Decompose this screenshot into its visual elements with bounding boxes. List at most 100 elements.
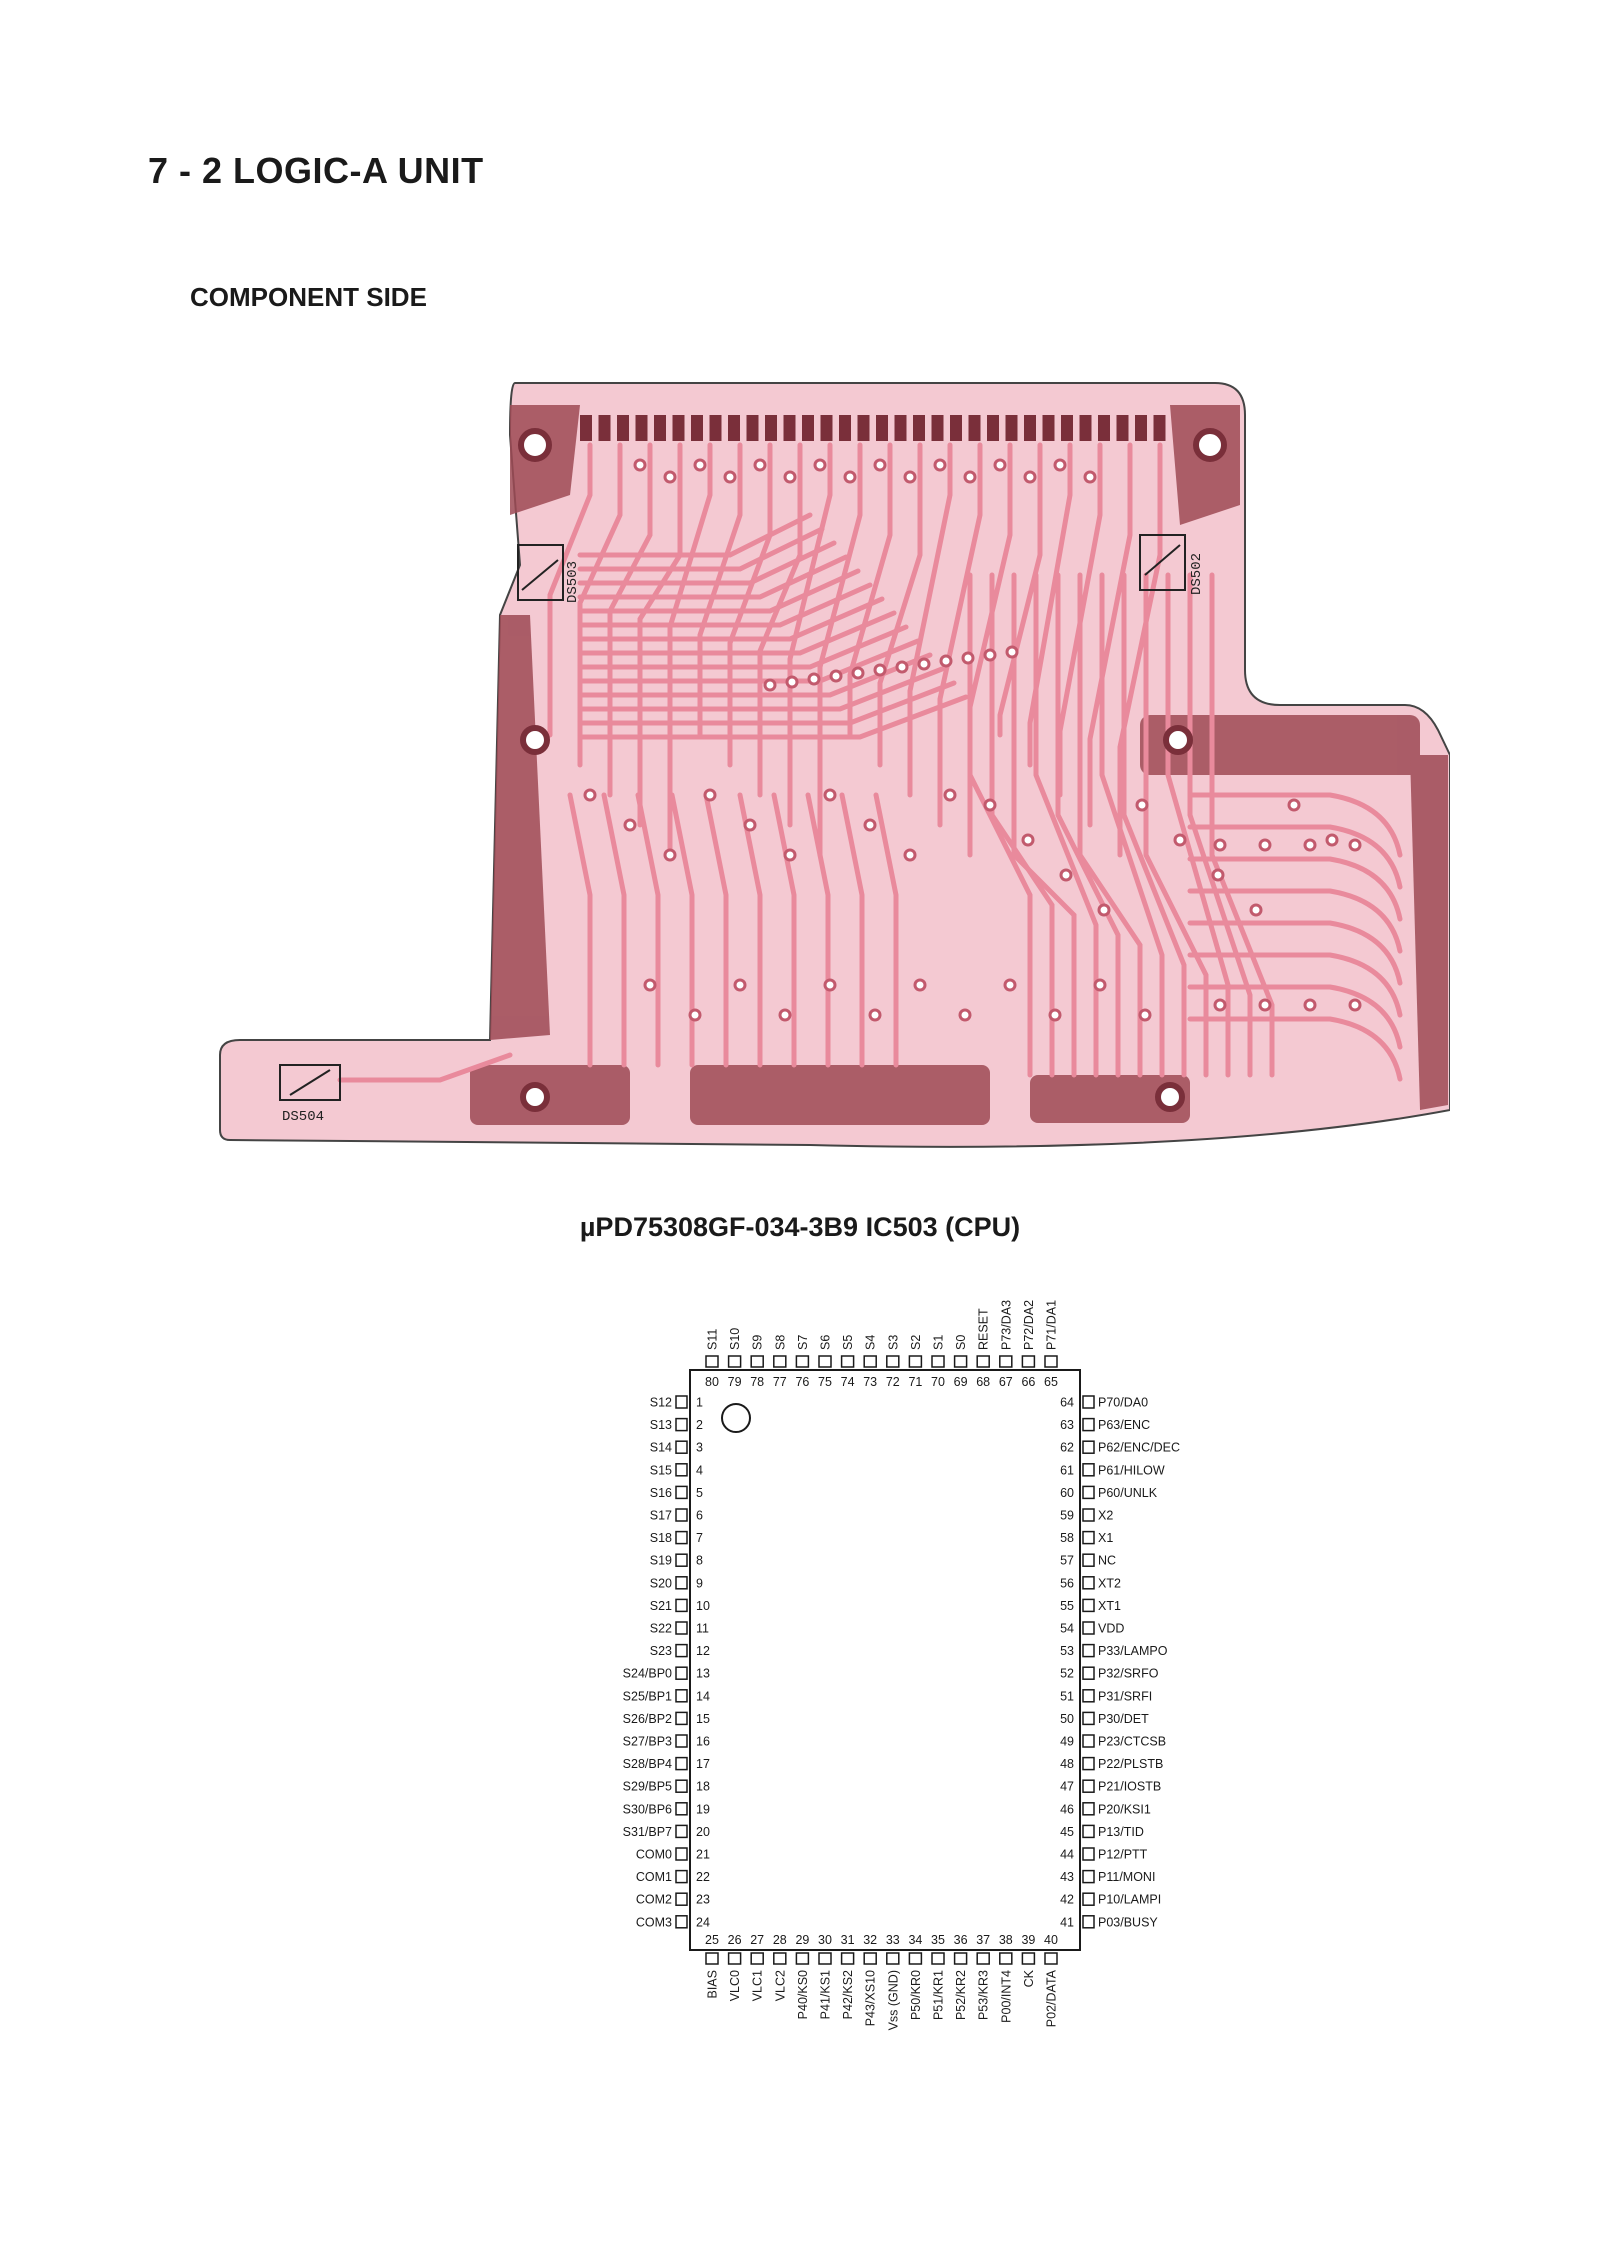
connector-pad (1116, 415, 1129, 441)
pin-name: P22/PLSTB (1098, 1757, 1163, 1771)
pin-64 (1082, 1395, 1095, 1409)
pin-15 (675, 1711, 688, 1726)
pcb-via (943, 788, 957, 802)
pin-21 (675, 1847, 688, 1861)
pin-name: S28/BP4 (623, 1757, 672, 1771)
connector-pad (1024, 415, 1036, 441)
pcb-via (1213, 998, 1227, 1012)
pin-40 (1044, 1952, 1058, 1965)
pin-name: BIAS (706, 1970, 720, 1999)
pin-71 (908, 1355, 923, 1368)
pin-number: 24 (696, 1915, 710, 1929)
pcb-trace (577, 554, 849, 600)
pin-number: 11 (696, 1622, 709, 1636)
pin-number: 56 (1060, 1576, 1074, 1590)
pin-name: VDD (1098, 1622, 1124, 1636)
pin-name: S13 (650, 1418, 672, 1432)
pin-name: COM3 (636, 1915, 672, 1929)
pcb-via (1287, 798, 1301, 812)
pin-number: 32 (863, 1933, 877, 1947)
pcb-via (823, 788, 837, 802)
connector-pad (931, 415, 944, 441)
pin-name: S31/BP7 (623, 1825, 672, 1839)
pin-name: S16 (650, 1486, 672, 1500)
pin-number: 76 (795, 1375, 809, 1389)
pin-number: 36 (954, 1933, 968, 1947)
pcb-via (1258, 998, 1272, 1012)
pin-name: S6 (819, 1335, 833, 1350)
pin-name: P32/SRFO (1098, 1667, 1159, 1681)
pcb-trace (1187, 984, 1403, 1050)
pin-number: 4 (696, 1463, 703, 1477)
pcb-trace (577, 596, 885, 642)
pin-number: 22 (696, 1870, 710, 1884)
pin-70 (931, 1355, 945, 1368)
pin-number: 79 (728, 1375, 742, 1389)
pcb-trace (1187, 856, 1403, 922)
pin-name: S14 (650, 1441, 672, 1455)
pin-name: P23/CTCSB (1098, 1735, 1166, 1749)
pcb-trace (577, 526, 825, 572)
pin-number: 59 (1060, 1509, 1074, 1523)
pin-name: VLC0 (728, 1970, 742, 2001)
pin-name: P51/KR1 (932, 1970, 946, 2020)
pin-49 (1082, 1734, 1095, 1748)
pin-69 (953, 1355, 968, 1368)
pin-number: 34 (908, 1933, 922, 1947)
pcb-trace (1117, 442, 1163, 858)
pin-45 (1082, 1824, 1095, 1839)
pcb-connector-pads (580, 415, 1166, 441)
pin-number: 50 (1060, 1712, 1074, 1726)
pcb-trace (1027, 442, 1073, 768)
pin-number: 16 (696, 1735, 710, 1749)
pcb-via (643, 978, 657, 992)
pin-10 (675, 1598, 688, 1613)
pin-6 (675, 1508, 688, 1522)
pcb-trace (577, 624, 909, 670)
pcb-via (763, 678, 777, 692)
pcb-via (1053, 458, 1067, 472)
pcb-via (868, 1008, 882, 1022)
pcb-via (958, 1008, 972, 1022)
pin-57 (1082, 1553, 1095, 1567)
pcb-via (963, 470, 977, 484)
pcb-via (693, 458, 707, 472)
pin-name: S17 (650, 1509, 672, 1523)
pin-name: XT1 (1098, 1599, 1121, 1613)
pcb-via (917, 657, 931, 671)
pcb-via (1258, 838, 1272, 852)
pin-number: 62 (1060, 1441, 1074, 1455)
pin-44 (1082, 1847, 1095, 1861)
pin-72 (886, 1355, 900, 1368)
pcb-via (1097, 903, 1111, 917)
pcb-via (1303, 838, 1317, 852)
pcb-trace (669, 792, 695, 1068)
pcb-trace (1121, 572, 1187, 1078)
pin-number: 6 (696, 1509, 703, 1523)
pin-number: 73 (863, 1375, 877, 1389)
pin-name: S4 (864, 1335, 878, 1350)
pin-60 (1082, 1485, 1095, 1500)
pcb-via (753, 458, 767, 472)
pin-55 (1082, 1598, 1095, 1613)
pin-name: P63/ENC (1098, 1418, 1150, 1432)
connector-pad (1153, 415, 1166, 441)
pcb-via (1348, 998, 1362, 1012)
pcb-via (873, 663, 887, 677)
ds502-label: DS502 (1189, 553, 1205, 595)
ic-pinout-diagram: 1S122S133S144S155S166S177S188S199S2010S2… (623, 1300, 1180, 2031)
pcb-via (1021, 833, 1035, 847)
connector-pad (672, 415, 685, 441)
pcb-via (1005, 645, 1019, 659)
pin-number: 20 (696, 1825, 710, 1839)
pcb-trace (667, 442, 713, 858)
pin-name: P00/INT4 (999, 1970, 1013, 2023)
pin-name: COM2 (636, 1893, 672, 1907)
pin-name: S20 (650, 1576, 672, 1590)
pin-2 (675, 1417, 688, 1432)
pin-number: 69 (954, 1375, 968, 1389)
pin-28 (773, 1952, 787, 1965)
pin-30 (818, 1952, 832, 1965)
pcb-trace (577, 582, 873, 628)
pcb-via (1211, 868, 1225, 882)
